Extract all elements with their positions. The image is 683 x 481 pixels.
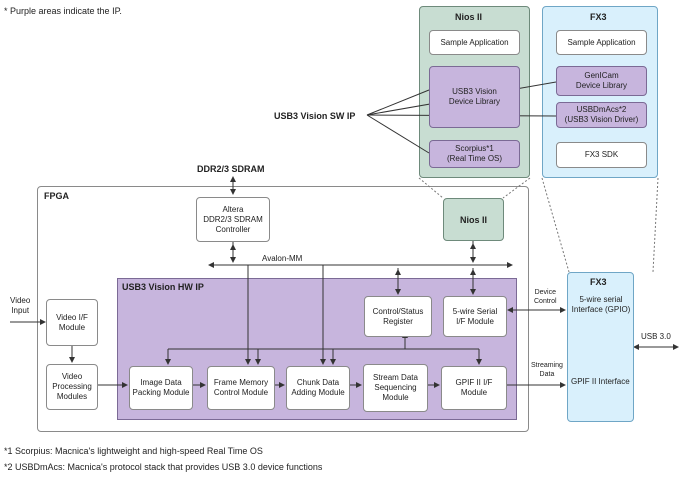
nios-scorpius-rtos: Scorpius*1(Real Time OS) (429, 140, 520, 168)
sdram-label: DDR2/3 SDRAM (197, 164, 265, 174)
fx3-panel-title: FX3 (590, 12, 607, 22)
hw-ip-label: USB3 Vision HW IP (122, 282, 204, 292)
sw-ip-label: USB3 Vision SW IP (274, 111, 356, 121)
usb30-label: USB 3.0 (641, 332, 671, 341)
fx3-gpif-label: GPIF II Interface (571, 377, 630, 386)
fx3-sample-application: Sample Application (556, 30, 647, 55)
avalon-mm-label: Avalon-MM (262, 254, 303, 263)
footnote-2: *2 USBDmAcs: Macnica's protocol stack th… (4, 462, 323, 472)
fx3-usbdmacs-driver: USBDmAcs*2(USB3 Vision Driver) (556, 102, 647, 128)
fx3-chip (567, 272, 634, 422)
fpga-container (37, 186, 529, 432)
legend-note: * Purple areas indicate the IP. (4, 6, 122, 16)
nios-panel-title: Nios II (455, 12, 483, 22)
fpga-label: FPGA (44, 191, 70, 201)
footnote-1: *1 Scorpius: Macnica's lightweight and h… (4, 446, 263, 456)
fx3-sdk: FX3 SDK (556, 142, 647, 168)
fx3-chip-title: FX3 (590, 277, 607, 287)
nios-ii-block: Nios II (443, 198, 504, 241)
nios-sample-application: Sample Application (429, 30, 520, 55)
